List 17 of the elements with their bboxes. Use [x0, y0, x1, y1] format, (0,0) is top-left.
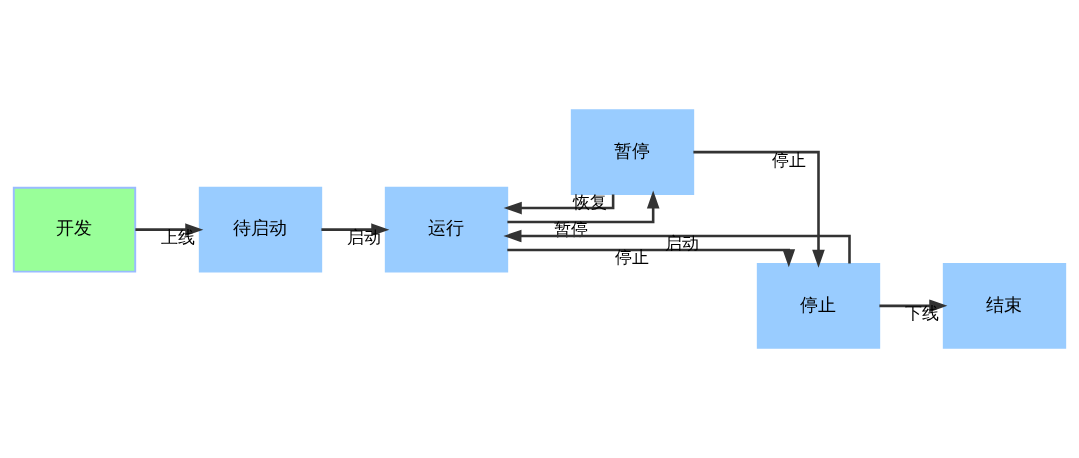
node-box: 运行 [384, 186, 509, 273]
edge-label: 启动 [664, 233, 699, 254]
node-box: 待启动 [198, 186, 323, 273]
edge-label: 启动 [346, 227, 381, 248]
node-box: 开发 [12, 186, 137, 273]
edge-label: 上线 [160, 227, 195, 248]
arrow [507, 248, 796, 268]
edge-label: 下线 [904, 303, 939, 324]
edge-label: 停止 [771, 149, 806, 170]
arrow [503, 229, 851, 264]
node-box: 停止 [756, 262, 881, 349]
edge-label: 停止 [614, 247, 649, 268]
arrow [321, 223, 390, 236]
arrow [507, 190, 660, 224]
arrow [503, 194, 615, 215]
node-box: 结束 [942, 262, 1067, 349]
arrow [693, 150, 825, 268]
